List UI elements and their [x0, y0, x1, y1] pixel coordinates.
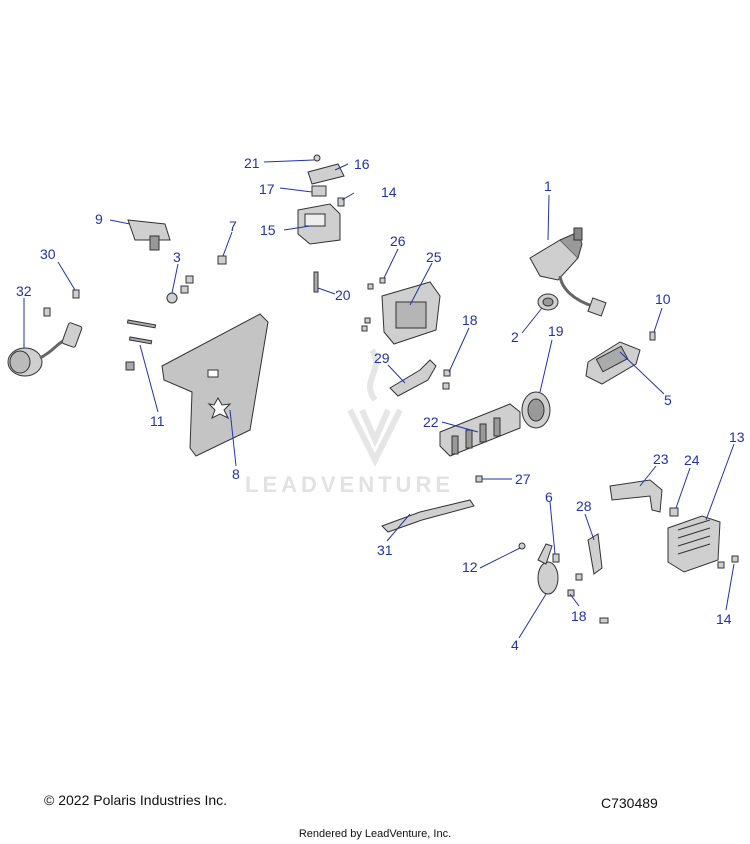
callout-27[interactable]: 27 — [515, 471, 531, 487]
part-26-screws[interactable] — [361, 277, 386, 332]
watermark-logo — [347, 348, 403, 467]
callout-15[interactable]: 15 — [260, 222, 276, 238]
watermark-text: LEADVENTURE — [245, 472, 455, 497]
callout-8[interactable]: 8 — [232, 466, 240, 482]
part-14-screw[interactable] — [337, 197, 345, 207]
part-4-horn[interactable] — [537, 543, 559, 595]
part-16-bracket[interactable] — [307, 163, 345, 185]
part-11-bolts[interactable] — [125, 319, 157, 371]
callout-18-lower[interactable]: 18 — [571, 608, 587, 624]
part-13-module[interactable] — [667, 515, 721, 573]
callout-10[interactable]: 10 — [655, 291, 671, 307]
callout-6[interactable]: 6 — [545, 489, 553, 505]
part-14-screw-lower[interactable] — [717, 555, 739, 569]
callout-22[interactable]: 22 — [423, 414, 439, 430]
callout-18-upper[interactable]: 18 — [462, 312, 478, 328]
callout-31[interactable]: 31 — [377, 542, 393, 558]
part-17-clip[interactable] — [311, 185, 327, 197]
rendered-by-text: Rendered by LeadVenture, Inc. — [298, 828, 452, 840]
part-23-bracket[interactable] — [609, 479, 663, 513]
part-21-screw[interactable] — [313, 154, 321, 162]
callout-12[interactable]: 12 — [462, 559, 478, 575]
part-10-screw[interactable] — [649, 331, 656, 341]
part-20-bolt[interactable] — [313, 271, 319, 293]
part-5-regulator[interactable] — [585, 341, 641, 385]
part-24-screw[interactable] — [669, 507, 679, 517]
callout-19[interactable]: 19 — [548, 323, 564, 339]
callout-23[interactable]: 23 — [653, 451, 669, 467]
callout-7[interactable]: 7 — [229, 218, 237, 234]
callout-4[interactable]: 4 — [511, 637, 519, 653]
callout-28[interactable]: 28 — [576, 498, 592, 514]
leader-lines — [23, 159, 735, 639]
part-6-screw[interactable] — [552, 553, 560, 563]
callout-2[interactable]: 2 — [511, 329, 519, 345]
callout-17[interactable]: 17 — [259, 181, 275, 197]
callout-25[interactable]: 25 — [426, 249, 442, 265]
callout-9[interactable]: 9 — [95, 211, 103, 227]
part-12-screw[interactable] — [518, 542, 526, 550]
callout-5[interactable]: 5 — [664, 392, 672, 408]
copyright-text: © 2022 Polaris Industries Inc. — [44, 792, 228, 808]
part-27-screw[interactable] — [475, 475, 483, 483]
part-8-mounting-plate[interactable] — [161, 313, 269, 457]
callout-13[interactable]: 13 — [729, 429, 745, 445]
part-15-switch[interactable] — [297, 203, 341, 245]
part-31-bracket[interactable] — [381, 499, 475, 533]
part-19-pulley[interactable] — [521, 391, 551, 429]
part-18-screws-upper[interactable] — [442, 369, 451, 390]
callout-1[interactable]: 1 — [544, 178, 552, 194]
callout-11[interactable]: 11 — [150, 413, 165, 429]
part-32-relay-harness[interactable] — [7, 322, 83, 377]
callout-20[interactable]: 20 — [335, 287, 351, 303]
callout-3[interactable]: 3 — [173, 249, 181, 265]
callout-14-lower[interactable]: 14 — [716, 611, 732, 627]
part-7-fastener[interactable] — [217, 255, 227, 265]
callout-16[interactable]: 16 — [354, 156, 370, 172]
callout-30[interactable]: 30 — [40, 246, 56, 262]
part-29-bracket[interactable] — [389, 359, 437, 397]
part-2-connector[interactable] — [537, 293, 559, 311]
callout-24[interactable]: 24 — [684, 452, 700, 468]
part-28-bracket[interactable] — [587, 533, 603, 575]
callout-14-upper[interactable]: 14 — [381, 184, 397, 200]
part-3-nut[interactable] — [166, 275, 194, 304]
callout-26[interactable]: 26 — [390, 233, 406, 249]
part-9-clip[interactable] — [127, 219, 171, 251]
callout-32[interactable]: 32 — [16, 283, 32, 299]
part-22-terminal-block[interactable] — [439, 403, 521, 457]
diagram-id: C730489 — [601, 795, 658, 811]
callout-29[interactable]: 29 — [374, 350, 390, 366]
callout-21[interactable]: 21 — [244, 155, 260, 171]
part-25-control-module[interactable] — [381, 281, 441, 345]
part-30-screw[interactable] — [43, 289, 80, 317]
part-1-switch-harness[interactable] — [529, 227, 607, 317]
